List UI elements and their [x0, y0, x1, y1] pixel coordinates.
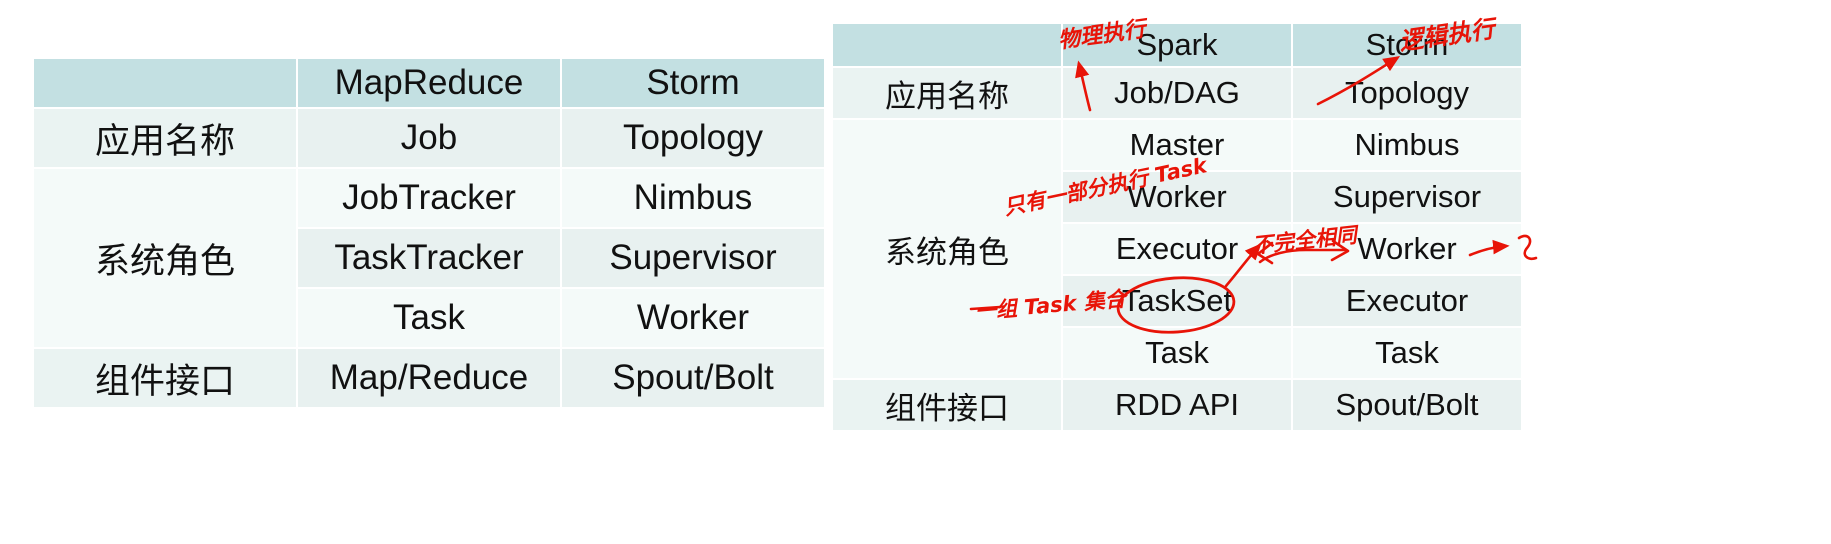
- left-cell-storm-2: Supervisor: [562, 229, 824, 287]
- table-row: 组件接口 RDD API Spout/Bolt: [833, 380, 1521, 430]
- left-row-label-system-roles: 系统角色: [34, 169, 296, 347]
- right-cell-storm-2: Supervisor: [1293, 172, 1521, 222]
- table-row: 应用名称 Job/DAG Topology: [833, 68, 1521, 118]
- left-header-blank: [34, 59, 296, 107]
- spark-storm-table: Spark Storm 应用名称 Job/DAG Topology 系统角色 M…: [831, 22, 1523, 432]
- table-row: 应用名称 Job Topology: [34, 109, 824, 167]
- table-row: Task Worker: [34, 289, 824, 347]
- right-cell-storm-5: Task: [1293, 328, 1521, 378]
- table-header-row: Spark Storm: [833, 24, 1521, 66]
- table-row: 组件接口 Map/Reduce Spout/Bolt: [34, 349, 824, 407]
- right-cell-spark-5: Task: [1063, 328, 1291, 378]
- left-row-label-app-name: 应用名称: [34, 109, 296, 167]
- left-cell-storm-4: Spout/Bolt: [562, 349, 824, 407]
- table-row: 系统角色 JobTracker Nimbus: [34, 169, 824, 347]
- table-row: Task Task: [833, 328, 1521, 378]
- right-cell-storm-0: Topology: [1293, 68, 1521, 118]
- right-header-spark: Spark: [1063, 24, 1291, 66]
- left-cell-storm-0: Topology: [562, 109, 824, 167]
- right-row-label-app-name: 应用名称: [833, 68, 1061, 118]
- mapreduce-storm-table: MapReduce Storm 应用名称 Job Topology 系统角色 J…: [32, 57, 826, 409]
- right-cell-spark-0: Job/DAG: [1063, 68, 1291, 118]
- right-row-label-system-roles: 系统角色: [833, 120, 1061, 378]
- left-row-label-component-interface: 组件接口: [34, 349, 296, 407]
- right-row-label-component-interface: 组件接口: [833, 380, 1061, 430]
- left-cell-mr-3: Task: [298, 289, 560, 347]
- left-cell-storm-1: Nimbus: [562, 169, 824, 227]
- right-cell-storm-4: Executor: [1293, 276, 1521, 326]
- right-header-blank: [833, 24, 1061, 66]
- left-header-storm: Storm: [562, 59, 824, 107]
- table-row: TaskTracker Supervisor: [34, 229, 824, 287]
- right-cell-storm-6: Spout/Bolt: [1293, 380, 1521, 430]
- right-cell-spark-2: Worker: [1063, 172, 1291, 222]
- left-cell-mr-4: Map/Reduce: [298, 349, 560, 407]
- right-cell-storm-1: Nimbus: [1293, 120, 1521, 170]
- right-cell-spark-1: Master: [1063, 120, 1291, 170]
- table-row: Worker Supervisor: [833, 172, 1521, 222]
- left-cell-mr-0: Job: [298, 109, 560, 167]
- left-header-mapreduce: MapReduce: [298, 59, 560, 107]
- table-row: Executor Worker: [833, 224, 1521, 274]
- left-cell-mr-2: TaskTracker: [298, 229, 560, 287]
- left-cell-storm-3: Worker: [562, 289, 824, 347]
- right-cell-spark-6: RDD API: [1063, 380, 1291, 430]
- left-cell-mr-1: JobTracker: [298, 169, 560, 227]
- table-header-row: MapReduce Storm: [34, 59, 824, 107]
- table-row: 系统角色 Master Nimbus: [833, 120, 1521, 378]
